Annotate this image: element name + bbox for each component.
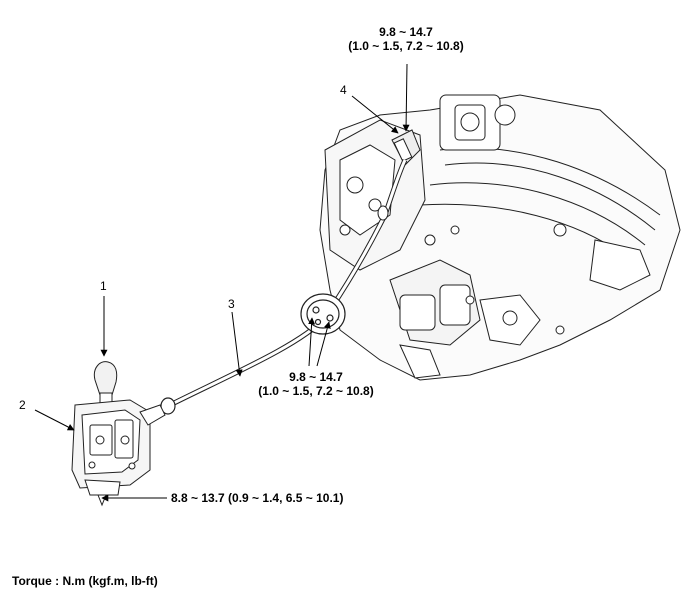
leader-2 (34, 409, 75, 431)
callout-4: 4 (340, 83, 347, 97)
torque-top-line2: (1.0 ~ 1.5, 7.2 ~ 10.8) (348, 39, 464, 53)
torque-top-line1: 9.8 ~ 14.7 (379, 25, 433, 39)
leader-torque-top (402, 63, 410, 132)
cable-bracket (300, 293, 346, 335)
leader-torque-mid-a (308, 317, 316, 367)
torque-mid-spec: 9.8 ~ 14.7 (1.0 ~ 1.5, 7.2 ~ 10.8) (246, 370, 386, 398)
torque-mid-line2: (1.0 ~ 1.5, 7.2 ~ 10.8) (258, 384, 374, 398)
leader-4 (351, 95, 399, 134)
callout-3: 3 (228, 297, 235, 311)
shift-lever-assembly (71, 361, 166, 507)
torque-mid-line1: 9.8 ~ 14.7 (289, 370, 343, 384)
torque-top-spec: 9.8 ~ 14.7 (1.0 ~ 1.5, 7.2 ~ 10.8) (336, 25, 476, 53)
torque-bottom-spec: 8.8 ~ 13.7 (0.9 ~ 1.4, 6.5 ~ 10.1) (171, 491, 344, 505)
leader-3 (231, 311, 243, 377)
callout-1: 1 (100, 279, 107, 293)
callout-2: 2 (19, 398, 26, 412)
leader-lines (34, 63, 410, 502)
leader-torque-mid-b (316, 321, 331, 367)
torque-unit-footer: Torque : N.m (kgf.m, lb-ft) (12, 574, 158, 588)
